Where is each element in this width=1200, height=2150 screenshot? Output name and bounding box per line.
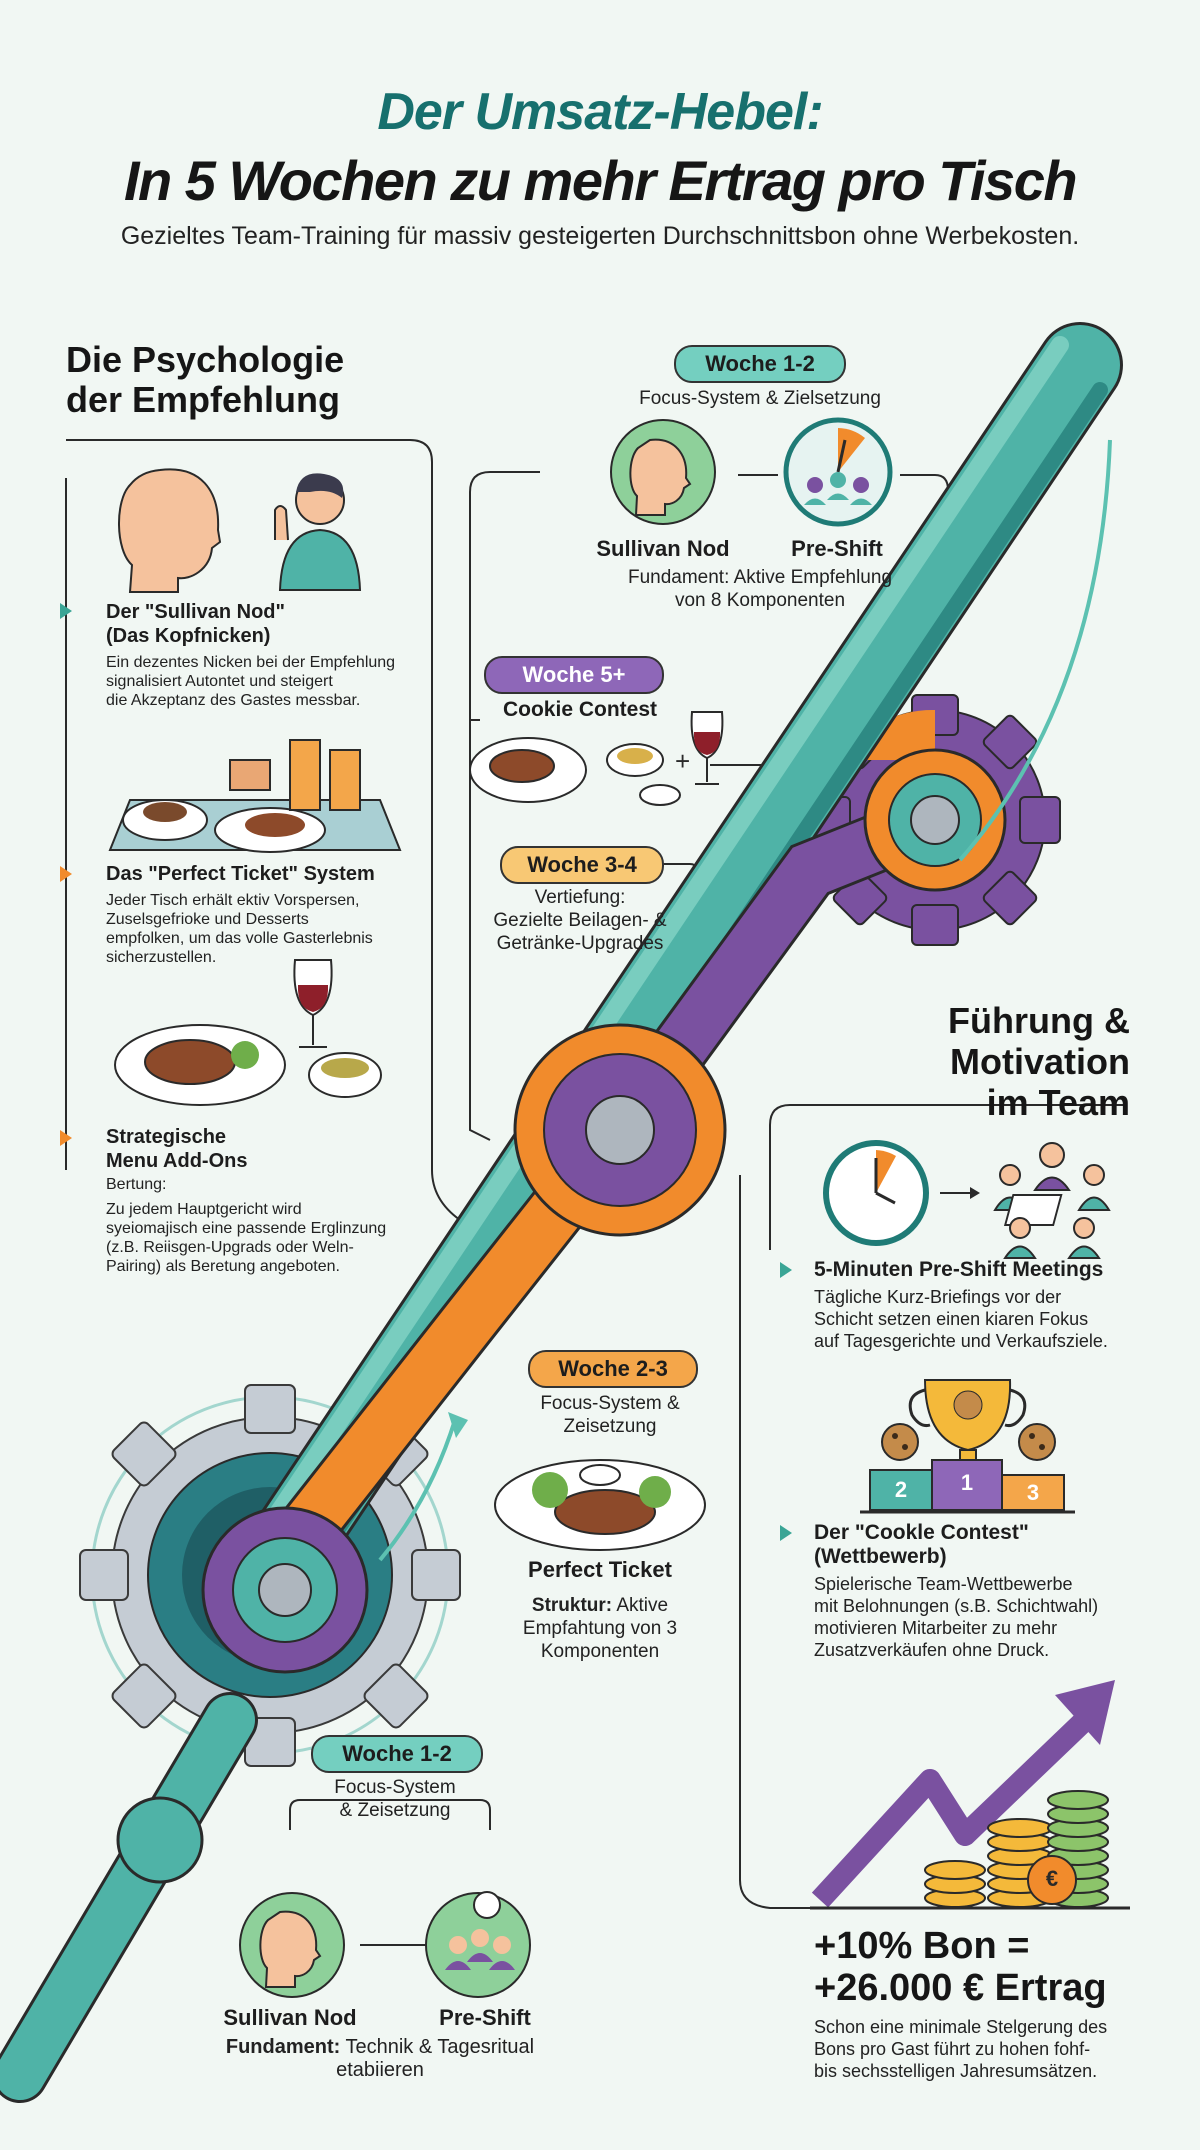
svg-text:+: + [675, 746, 690, 776]
list-item-title: Das "Perfect Ticket" System [106, 863, 375, 885]
section-heading-left: Die Psychologie der Empfehlung [66, 339, 345, 420]
list-item-desc: Bertung: Zu jedem Hauptgericht wird syei… [106, 1176, 387, 1275]
steak-plate-icon: + [469, 737, 690, 806]
week-badge: Woche 2-3 [528, 1350, 698, 1388]
steak-plate-icon [114, 1024, 382, 1106]
week-caption: Focus-System & Zeisetzung [540, 1393, 680, 1437]
connector-lines [65, 439, 1125, 1946]
step-label: Pre-Shift [791, 536, 883, 561]
head-icon [118, 468, 222, 593]
result-headline: +10% Bon = +26.000 € Ertrag [814, 1925, 1107, 2009]
week-badge: Woche 3-4 [500, 846, 664, 884]
head-icon [610, 419, 716, 525]
wrench-handle [0, 1692, 258, 2103]
clock-icon [823, 1140, 929, 1246]
step-label: Pre-Shift [439, 2005, 531, 2030]
week-badge: Woche 1-2 [674, 345, 846, 383]
cookie-icon [1018, 1423, 1056, 1461]
euro-coin-icon: € [1045, 1866, 1059, 1891]
waving-person-icon [274, 473, 362, 591]
team-meeting-icon [993, 1142, 1111, 1259]
bullet-arrow-icon [780, 1525, 792, 1541]
week-caption: Focus-System & Zeisetzung [334, 1777, 456, 1821]
list-item-title: Strategische Menu Add-Ons [106, 1126, 248, 1172]
list-item-title: 5-Minuten Pre-Shift Meetings [814, 1258, 1104, 1281]
step-desc: Vertiefung: Gezielte Beilagen- & Getränk… [493, 887, 667, 954]
podium [860, 1459, 1075, 1514]
week-caption: Focus-System & Zielsetzung [639, 388, 881, 409]
head-icon [239, 1892, 345, 1998]
page-title-line2: In 5 Wochen zu mehr Ertrag pro Tisch [123, 149, 1078, 212]
food-tray-icon [108, 739, 402, 853]
growth-arrow-icon [811, 1680, 1115, 1908]
list-item-title: Der "Sullivan Nod" (Das Kopfnicken) [106, 601, 285, 647]
coin-stack-icon [810, 1790, 1130, 1910]
step-label: Cookie Contest [502, 698, 657, 721]
list-item-desc: Jeder Tisch erhält ektiv Vorspersen, Zus… [106, 892, 373, 966]
bullet-arrow-icon [60, 1130, 72, 1146]
bullet-arrow-icon [780, 1262, 792, 1278]
list-item-desc: Tägliche Kurz-Briefings vor der Schicht … [814, 1287, 1108, 1351]
list-item-title: Der "Cookle Contest" (Wettbewerb) [814, 1521, 1029, 1568]
joint-top [863, 748, 1007, 892]
step-label: Perfect Ticket [528, 1557, 672, 1582]
steak-plate-icon [494, 1459, 706, 1551]
wine-glass-icon [293, 959, 333, 1048]
step-label: Sullivan Nod [596, 536, 730, 561]
list-item-desc: Ein dezentes Nicken bei der Empfehlung s… [106, 654, 396, 709]
list-item-desc: Spielerische Team-Wettbewerbe mit Belohn… [814, 1574, 1099, 1660]
cookie-icon [881, 1423, 919, 1461]
step-desc: Fundament: Technik & Tagesritual etabiie… [225, 2036, 535, 2081]
week-badge: Woche 5+ [484, 656, 664, 694]
joint-mid [513, 1023, 727, 1237]
result-desc: Schon eine minimale Stelgerung des Bons … [814, 2017, 1108, 2081]
podium-rank: 1 [960, 1470, 974, 1495]
wine-glass-icon [690, 711, 724, 785]
step-label: Sullivan Nod [223, 2005, 357, 2030]
bullet-arrow-icon [60, 603, 72, 619]
week-badge: Woche 1-2 [311, 1735, 483, 1773]
bullet-arrow-icon [60, 866, 72, 882]
page-subtitle: Gezieltes Team-Training für massiv geste… [120, 222, 1080, 250]
page-title: Der Umsatz-Hebel: [377, 83, 823, 141]
step-desc: Struktur: Aktive Empfahtung von 3 Kompon… [522, 1595, 678, 1662]
curve-arrow [958, 439, 1112, 862]
joint-bottom [201, 1506, 369, 1674]
team-meeting-icon [425, 1891, 531, 1998]
clock-icon [783, 417, 893, 527]
step-desc: Fundament: Aktive Empfehlung von 8 Kompo… [627, 567, 893, 611]
podium-rank: 2 [894, 1477, 908, 1502]
podium-rank: 3 [1026, 1480, 1040, 1505]
section-heading-right: Führung & Motivation im Team [948, 1000, 1130, 1123]
curve-arrow [378, 1419, 457, 1562]
